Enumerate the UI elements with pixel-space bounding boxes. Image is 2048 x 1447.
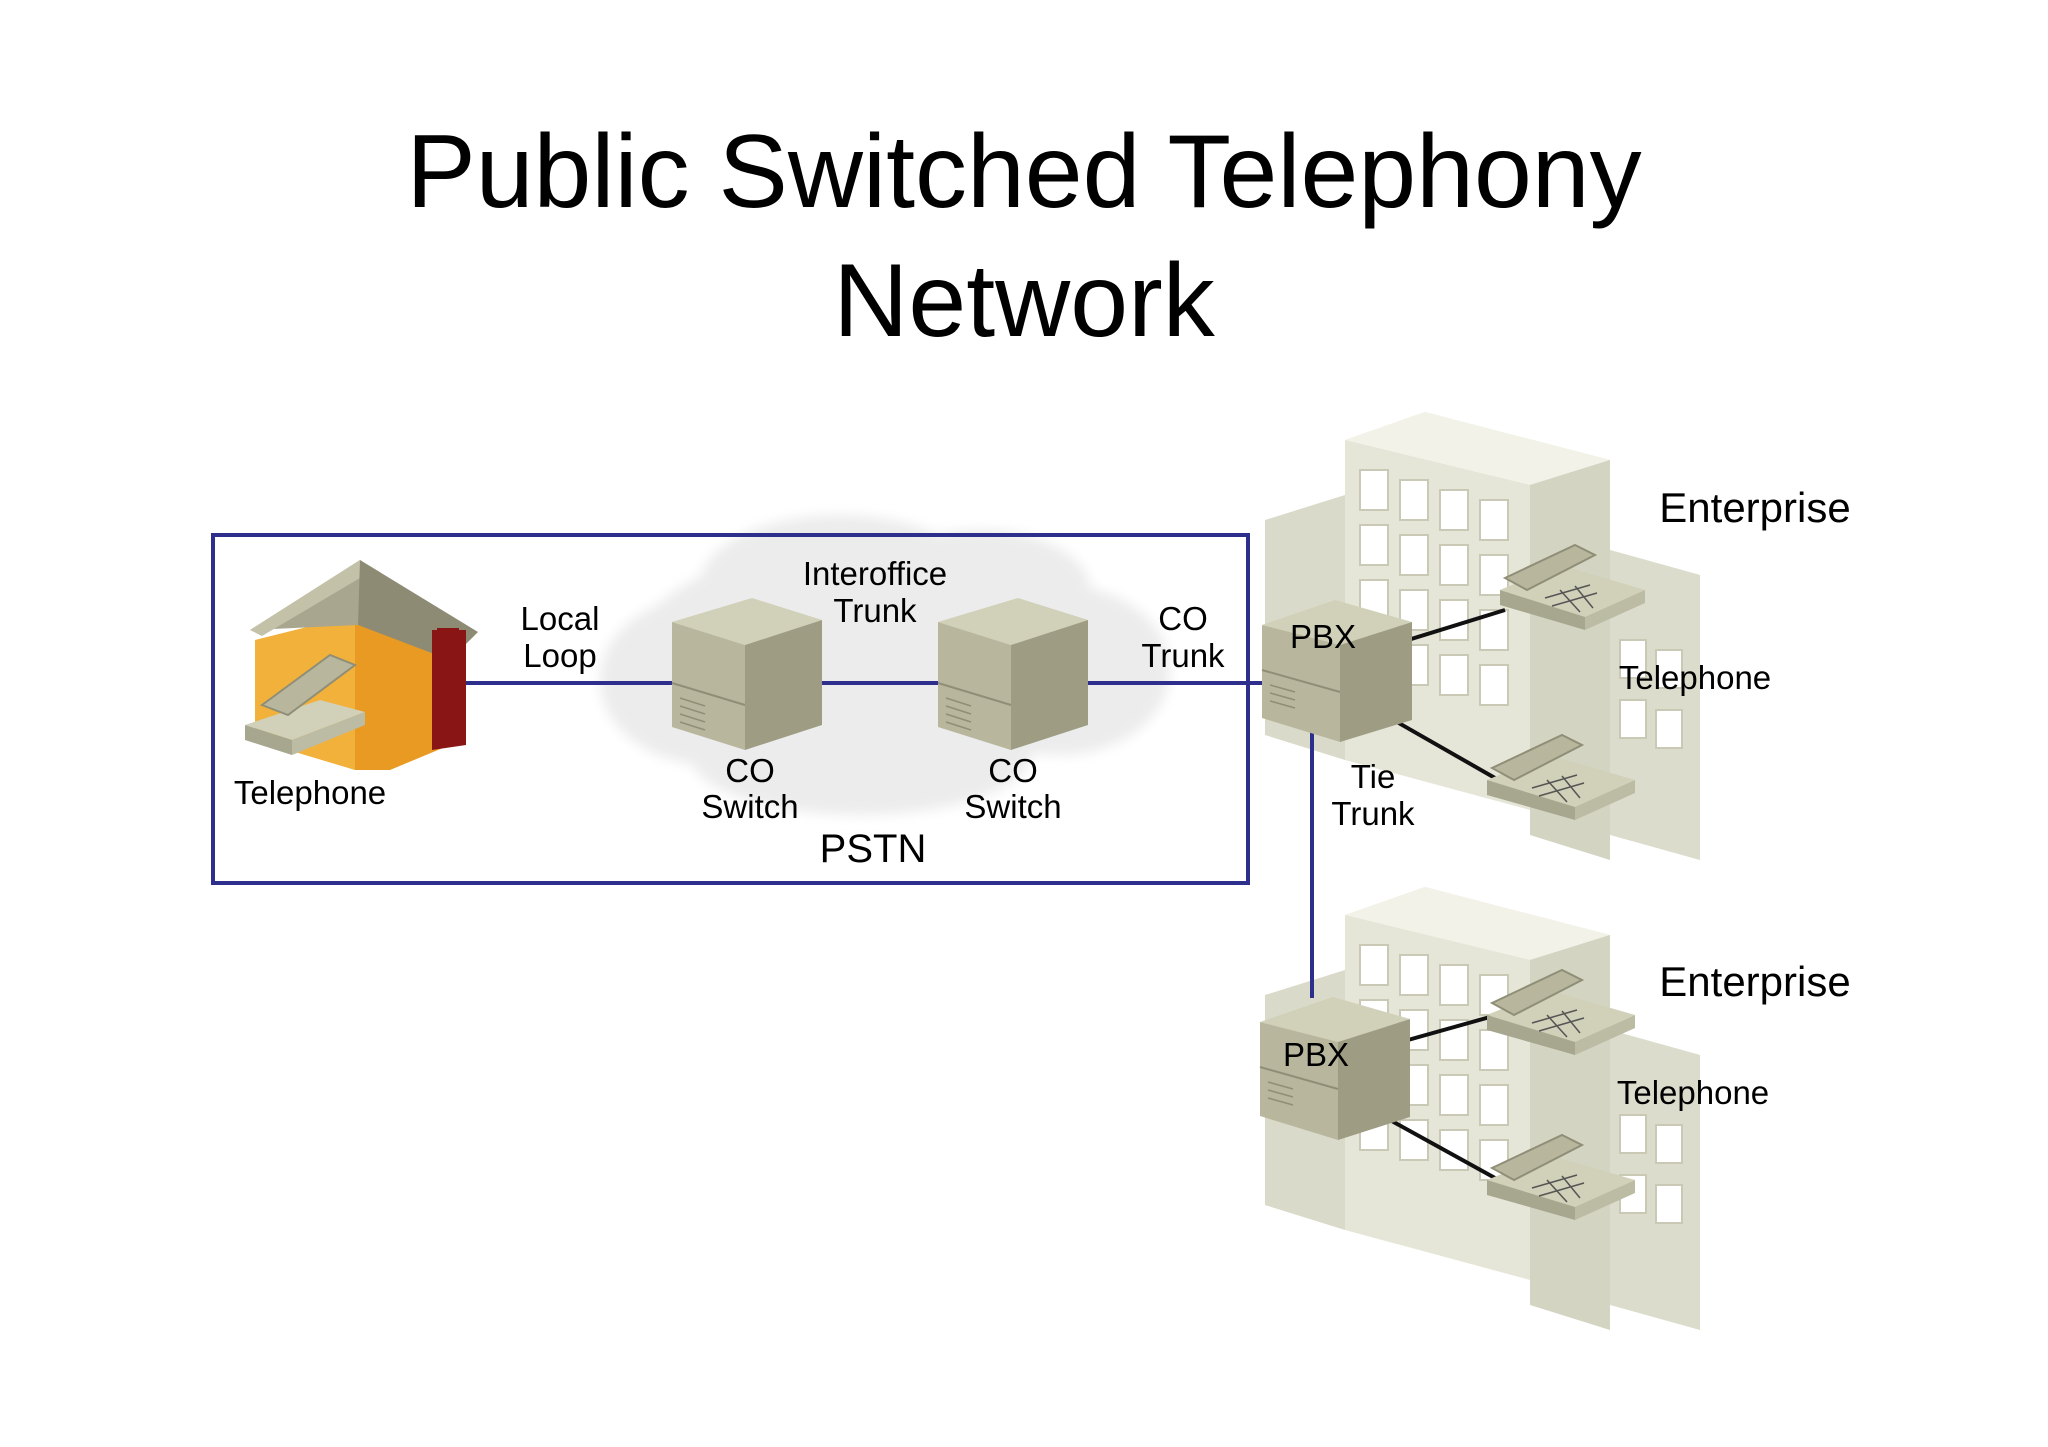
pbx-top-link-1 [1407, 608, 1506, 642]
pbx-top-label: PBX [1290, 618, 1356, 655]
enterprise-top-telephone-2-icon [1487, 733, 1635, 820]
interoffice-trunk-label-2: Trunk [833, 592, 917, 629]
page-title-line-2: Network [833, 243, 1215, 359]
pstn-boundary [211, 533, 1250, 885]
co-switch-1-label-2: Switch [701, 788, 798, 825]
enterprise-bottom-telephone-label: Telephone [1617, 1074, 1769, 1111]
pstn-label: PSTN [820, 827, 927, 871]
tie-trunk-label-2: Trunk [1331, 795, 1415, 832]
co-switch-2-label-2: Switch [964, 788, 1061, 825]
co-switch-1-icon [671, 598, 822, 750]
co-trunk-label-1: CO [1158, 600, 1208, 637]
co-switch-2-label-1: CO [988, 752, 1038, 789]
pbx-bottom-link-2 [1389, 1118, 1496, 1180]
tie-trunk-label-1: Tie [1351, 758, 1396, 795]
co-switch-2-icon [937, 598, 1088, 750]
pbx-bottom-label: PBX [1283, 1036, 1349, 1073]
home-telephone-label: Telephone [234, 774, 386, 811]
home-telephone-icon [245, 653, 365, 755]
enterprise-bottom-telephone-1-icon [1487, 968, 1635, 1055]
local-loop-label-1: Local [521, 600, 600, 637]
pbx-bottom-link-1 [1407, 1015, 1491, 1042]
enterprise-bottom-telephone-2-icon [1487, 1133, 1635, 1220]
enterprise-top-telephone-1-icon [1500, 543, 1645, 630]
enterprise-top-label: Enterprise [1659, 484, 1850, 531]
local-loop-label-2: Loop [523, 637, 596, 674]
pbx-top-link-2 [1389, 716, 1496, 780]
page-title-line-1: Public Switched Telephony [406, 114, 1642, 230]
pbx-bottom-icon [1259, 997, 1410, 1140]
co-trunk-label-2: Trunk [1141, 637, 1225, 674]
interoffice-trunk-label-1: Interoffice [803, 555, 947, 592]
enterprise-bottom-label: Enterprise [1659, 958, 1850, 1005]
pbx-top-icon [1261, 600, 1412, 742]
house-icon [250, 560, 478, 770]
enterprise-top-telephone-label: Telephone [1619, 659, 1771, 696]
co-switch-1-label-1: CO [725, 752, 775, 789]
